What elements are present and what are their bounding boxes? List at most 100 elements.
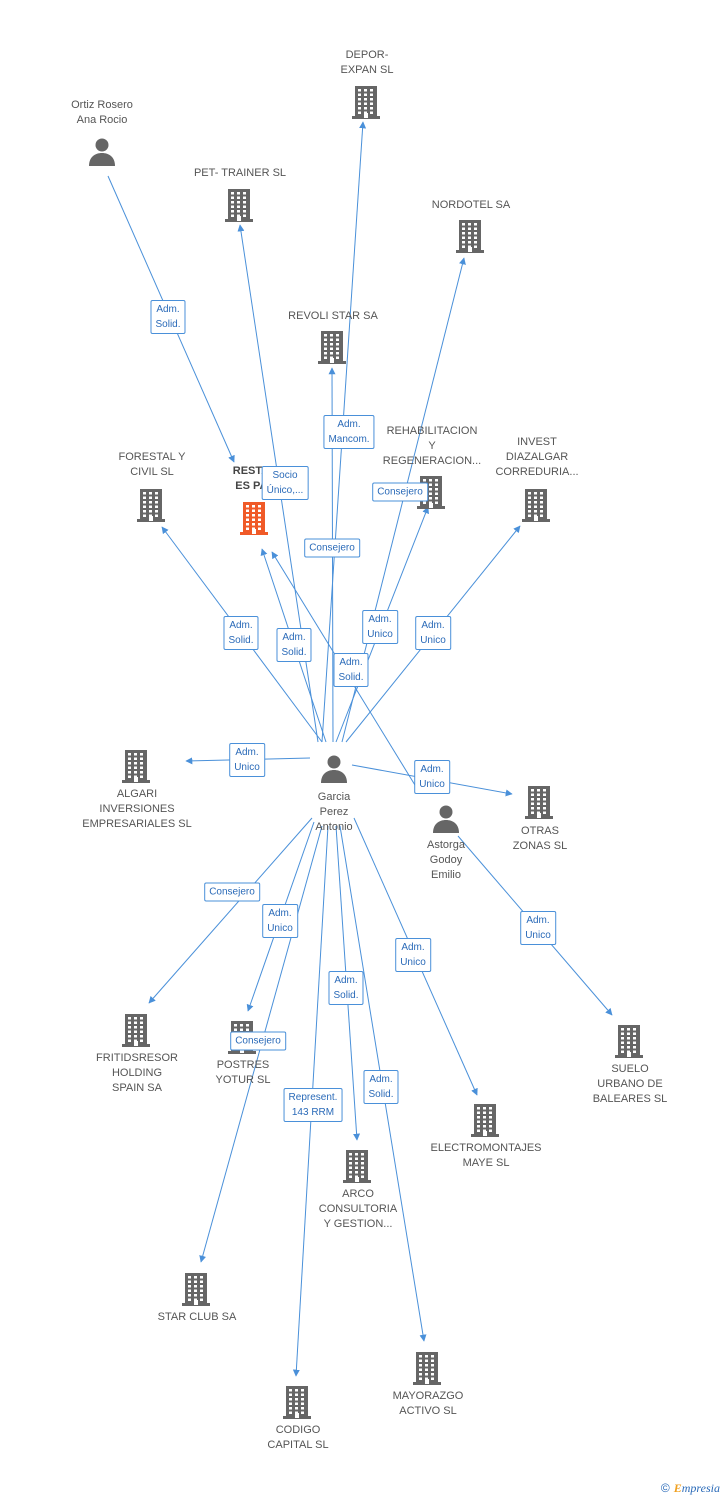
node-icon-codigo[interactable] <box>238 1384 358 1420</box>
node-label-line: INVEST <box>517 436 557 448</box>
edge-label-e-codigo[interactable]: Represent.143 RRM <box>283 1088 343 1122</box>
edge-label-line: Adm. <box>368 614 392 625</box>
edge-label-e-mayorazgo[interactable]: Adm.Solid. <box>363 1070 399 1104</box>
building-icon <box>343 1150 371 1183</box>
edge-label-e-rehab-consejero[interactable]: Consejero <box>372 482 428 502</box>
edge-label-e-fritids[interactable]: Consejero <box>204 882 260 902</box>
building-icon <box>522 489 550 522</box>
edge-label-e-algari[interactable]: Adm.Unico <box>229 743 265 777</box>
edge-label-e-forestal[interactable]: Adm.Solid. <box>223 616 259 650</box>
node-label-line: Ana Rocio <box>76 114 128 126</box>
node-label-line: REHABILITACION <box>386 425 478 437</box>
edge-label-e-star-consejero[interactable]: Consejero <box>230 1031 286 1051</box>
node-label-line: CODIGO <box>275 1424 321 1436</box>
node-label-revoli[interactable]: REVOLI STAR SA <box>273 309 393 324</box>
node-label-pet[interactable]: PET- TRAINER SL <box>180 166 300 181</box>
node-label-line: Astorga <box>427 839 465 851</box>
node-label-line: DEPOR- <box>345 49 389 61</box>
node-icon-invest[interactable] <box>477 487 597 523</box>
node-icon-astorga[interactable] <box>386 804 506 834</box>
node-icon-otras[interactable] <box>480 784 600 820</box>
building-icon <box>413 1352 441 1385</box>
node-icon-star[interactable] <box>137 1271 257 1307</box>
node-icon-arco[interactable] <box>298 1148 418 1184</box>
edge-label-e-postres-unico[interactable]: Adm.Unico <box>262 904 298 938</box>
edge-label-e-nordotel[interactable]: Adm. Unico <box>362 610 398 644</box>
node-icon-algari[interactable] <box>77 748 197 784</box>
node-label-nordotel[interactable]: NORDOTEL SA <box>411 198 531 213</box>
node-label-line: Y <box>428 440 436 452</box>
building-icon <box>122 750 150 783</box>
node-label-line: Y GESTION... <box>323 1218 393 1230</box>
edge-label-line: Mancom. <box>328 434 370 445</box>
node-icon-electro[interactable] <box>426 1102 546 1138</box>
edge-label-e-suelo[interactable]: Adm.Unico <box>520 911 556 945</box>
edge-label-e-revoli[interactable]: Adm.Mancom. <box>323 415 375 449</box>
node-label-line: CAPITAL SL <box>267 1439 329 1451</box>
edge-label-line: Adm. <box>526 915 550 926</box>
node-label-codigo[interactable]: CODIGO CAPITAL SL <box>238 1423 358 1453</box>
edge-label-e-astorga-restau[interactable]: Adm.Solid. <box>333 653 369 687</box>
node-label-line: Garcia <box>317 791 351 803</box>
edge-label-line: Adm. <box>369 1074 393 1085</box>
node-icon-depor[interactable] <box>307 84 427 120</box>
node-icon-nordotel[interactable] <box>411 218 531 254</box>
node-label-line: ZONAS SL <box>512 840 568 852</box>
edge-label-line: Único,... <box>266 485 304 496</box>
node-label-line: SUELO <box>611 1063 649 1075</box>
node-label-line: EMPRESARIALES SL <box>82 818 192 830</box>
edge-label-e-electro[interactable]: Adm.Unico <box>395 938 431 972</box>
node-label-depor[interactable]: DEPOR- EXPAN SL <box>307 48 427 78</box>
person-icon <box>89 138 115 166</box>
node-icon-suelo[interactable] <box>570 1023 690 1059</box>
node-label-line: NORDOTEL SA <box>431 199 511 211</box>
node-label-line: BALEARES SL <box>592 1093 668 1105</box>
edge-label-line: Unico <box>367 629 393 640</box>
node-label-line: EXPAN SL <box>340 64 394 76</box>
building-icon <box>122 1014 150 1047</box>
building-icon <box>225 189 253 222</box>
edge-label-line: Adm. <box>235 747 259 758</box>
edge-label-e-arco[interactable]: Adm.Solid. <box>328 971 364 1005</box>
node-icon-mayorazgo[interactable] <box>368 1350 488 1386</box>
edge-label-line: Adm. <box>339 657 363 668</box>
node-label-star[interactable]: STAR CLUB SA <box>137 1310 257 1325</box>
node-icon-restau[interactable] <box>195 500 315 536</box>
edge-label-line: Adm. <box>268 908 292 919</box>
edge-label-line: Socio <box>272 470 298 481</box>
edge-label-line: Adm. <box>156 304 180 315</box>
node-label-line: SPAIN SA <box>112 1082 162 1094</box>
node-icon-garcia[interactable] <box>274 754 394 784</box>
node-icon-pet[interactable] <box>180 187 300 223</box>
empresia-watermark: ©Empresia <box>661 1481 720 1496</box>
building-icon <box>615 1025 643 1058</box>
edge-label-line: Solid. <box>281 647 307 658</box>
edge-label-e-restau-solid[interactable]: Adm.Solid. <box>276 628 312 662</box>
edge-label-line: Solid. <box>155 319 181 330</box>
node-icon-revoli[interactable] <box>273 329 393 365</box>
node-icon-ortiz[interactable] <box>42 137 162 167</box>
edge-label-line: 143 RRM <box>291 1107 335 1118</box>
edge-label-e-otras[interactable]: Adm.Unico <box>414 760 450 794</box>
edge-label-e-invest[interactable]: Adm.Unico <box>415 616 451 650</box>
edge-label-line: Unico <box>400 957 426 968</box>
edge-label-e-ortiz-restau[interactable]: Adm. Solid. <box>150 300 186 334</box>
node-icon-forestal[interactable] <box>92 487 212 523</box>
node-icon-fritids[interactable] <box>77 1012 197 1048</box>
edge-label-e-pet-consejero[interactable]: Consejero <box>304 538 360 558</box>
